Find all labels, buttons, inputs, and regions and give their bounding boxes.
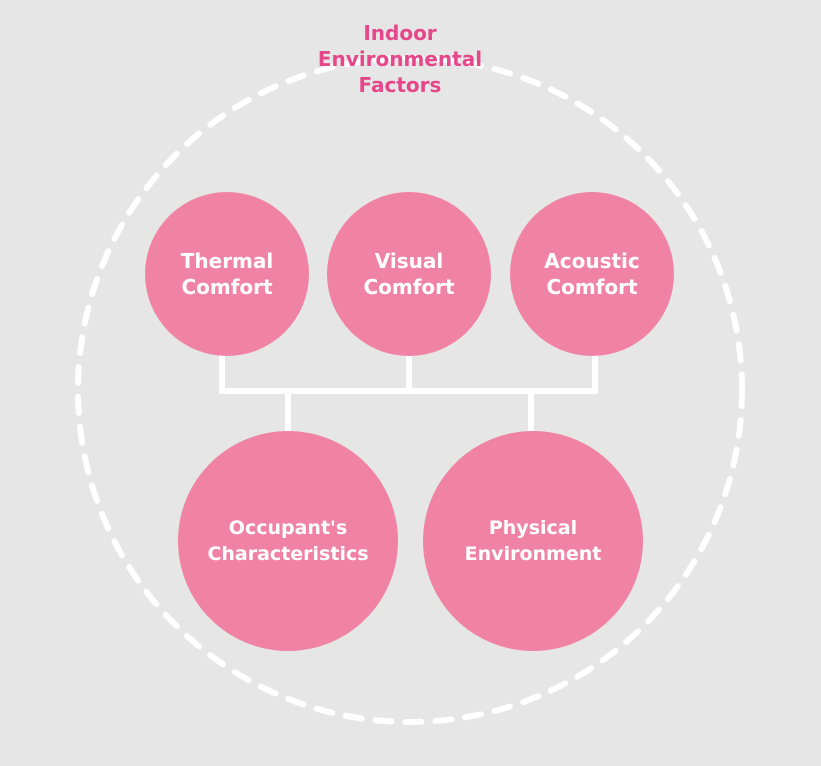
- diagram-title: Indoor Environmental Factors: [317, 21, 483, 97]
- acoustic-comfort-label: Acoustic Comfort: [544, 249, 640, 299]
- occupants-characteristics-node: Occupant's Characteristics: [178, 431, 398, 651]
- physical-environment-node: Physical Environment: [423, 431, 643, 651]
- boundary-dashed-circle: [75, 55, 745, 725]
- physical-environment-label: Physical Environment: [464, 517, 602, 565]
- visual-comfort-label: Visual Comfort: [363, 249, 455, 299]
- occupants-characteristics-label: Occupant's Characteristics: [207, 517, 369, 565]
- thermal-comfort-node: Thermal Comfort: [145, 192, 309, 356]
- thermal-comfort-label: Thermal Comfort: [180, 249, 274, 299]
- connector-lines: [219, 350, 598, 435]
- acoustic-comfort-node: Acoustic Comfort: [510, 192, 674, 356]
- visual-comfort-node: Visual Comfort: [327, 192, 491, 356]
